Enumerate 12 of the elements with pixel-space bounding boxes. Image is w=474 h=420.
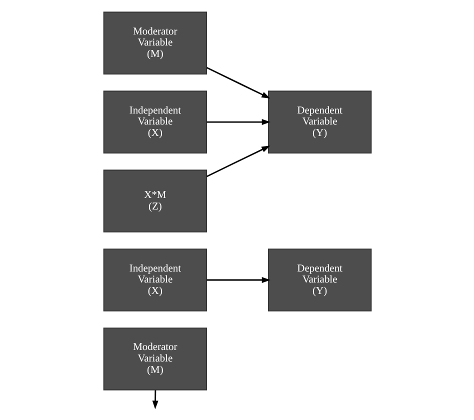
arrow xyxy=(206,119,270,126)
node-box: Moderator Variable (M) xyxy=(102,328,207,390)
node-box: Independent Variable (X) xyxy=(102,90,207,154)
node-box: Dependent Variable (Y) xyxy=(267,248,372,312)
node-box: Independent Variable (X) xyxy=(102,248,207,312)
arrow xyxy=(206,277,270,283)
node-box: X*M (Z) xyxy=(102,170,207,232)
arrow xyxy=(206,146,270,178)
node-box: Moderator Variable (M) xyxy=(102,12,207,74)
arrow xyxy=(206,66,270,98)
arrow xyxy=(152,390,158,410)
node-box: Dependent Variable (Y) xyxy=(267,90,372,154)
